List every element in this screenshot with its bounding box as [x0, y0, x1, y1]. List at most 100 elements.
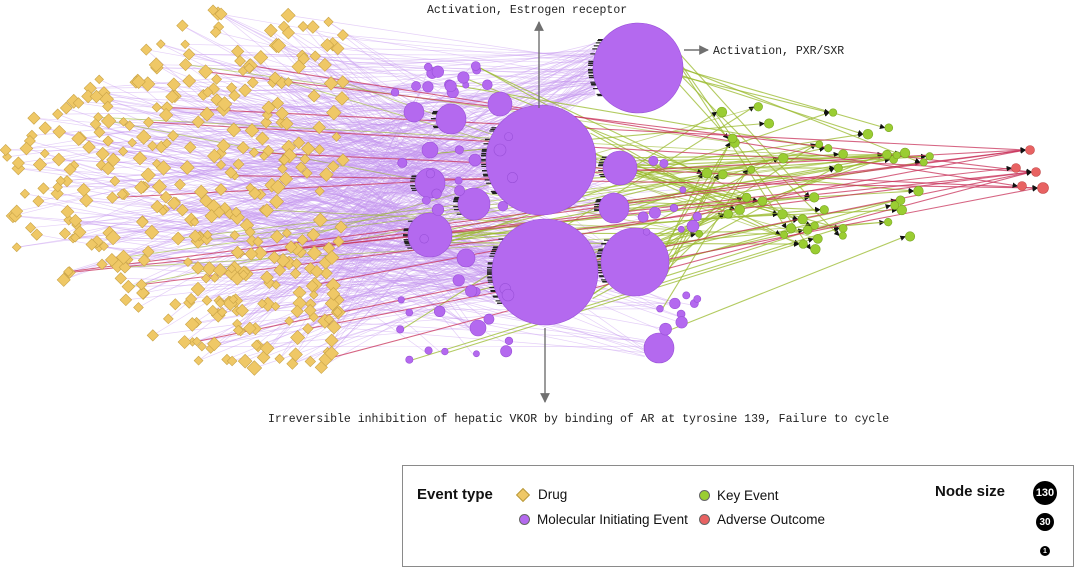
- drug-node: [32, 195, 45, 208]
- drug-mie-edge: [283, 258, 458, 261]
- legend-item-mie: Molecular Initiating Event: [519, 512, 688, 527]
- drug-mie-edge: [143, 67, 596, 294]
- key-event-node: [896, 204, 907, 216]
- legend-box: Event type Drug Molecular Initiating Eve…: [402, 465, 1074, 567]
- drug-node: [303, 304, 317, 317]
- drug-mie-edge: [333, 273, 495, 295]
- drug-node: [99, 241, 109, 252]
- mie-ke-edge: [667, 132, 864, 165]
- drug-node: [292, 136, 306, 150]
- drug-node: [284, 316, 294, 326]
- drug-node: [55, 175, 66, 187]
- drug-mie-edge: [117, 264, 495, 303]
- drug-node: [226, 355, 238, 367]
- drug-node: [176, 203, 189, 217]
- ao-edge: [250, 65, 1019, 188]
- key-event-node: [819, 205, 829, 215]
- drug-mie-edge: [237, 186, 489, 253]
- adverse-outcome-node: [1031, 167, 1041, 177]
- drug-mie-edge: [211, 215, 495, 259]
- drug-node: [216, 307, 228, 318]
- drug-node: [63, 162, 77, 176]
- drug-node: [99, 91, 115, 107]
- drug-mie-edge: [332, 43, 405, 108]
- drug-mie-edge: [156, 64, 596, 71]
- mie-node: [483, 313, 495, 325]
- drug-node: [209, 26, 222, 38]
- mie-ke-edge: [627, 157, 891, 202]
- drug-node: [336, 75, 350, 89]
- mie-node: [507, 172, 518, 184]
- key-event-node: [913, 185, 924, 197]
- key-event-node: [812, 233, 823, 244]
- drug-node: [246, 76, 259, 89]
- ao-edge: [314, 148, 1027, 286]
- drug-node: [109, 175, 121, 187]
- drug-node: [136, 215, 149, 229]
- drug-node: [275, 106, 290, 121]
- mie-node: [482, 79, 493, 90]
- drug-node: [232, 324, 244, 336]
- drug-node: [68, 213, 83, 228]
- drug-mie-edge: [283, 116, 405, 161]
- drug-mie-edge: [299, 238, 410, 304]
- drug-node: [259, 340, 275, 356]
- drug-node: [115, 249, 132, 265]
- mie-ke-edge: [678, 67, 886, 130]
- drug-node: [190, 281, 206, 297]
- drug-node: [70, 232, 81, 243]
- drug-node: [60, 204, 75, 219]
- drug-mie-edge: [238, 89, 424, 331]
- drug-node: [211, 73, 223, 85]
- key-event-node: [695, 230, 703, 238]
- key-event-node: [727, 133, 738, 144]
- drug-node: [51, 152, 66, 167]
- drug-mie-edge: [141, 63, 596, 188]
- drug-node: [179, 58, 193, 72]
- mie-node: [441, 347, 449, 356]
- drug-node: [118, 116, 129, 127]
- key-event-node: [890, 200, 900, 210]
- drug-node: [214, 7, 228, 21]
- drug-node: [185, 292, 198, 305]
- drug-node: [50, 187, 64, 201]
- key-event-node: [798, 239, 808, 249]
- drug-node: [171, 231, 185, 246]
- mie-node: [424, 62, 433, 72]
- mie-ke-edge: [635, 164, 779, 216]
- drug-mie-edge: [216, 58, 596, 101]
- drug-mie-edge: [220, 193, 455, 304]
- mie-node: [425, 169, 436, 179]
- drug-node: [155, 39, 166, 49]
- drug-mie-edge: [198, 50, 596, 361]
- key-event-node: [778, 153, 789, 164]
- drug-mie-edge: [292, 260, 458, 365]
- ao-edge: [325, 170, 1033, 360]
- drug-node: [134, 180, 149, 195]
- drug-mie-edge: [237, 41, 596, 253]
- drug-mie-edge: [141, 105, 489, 188]
- drug-mie-edge: [151, 188, 680, 233]
- drug-node: [305, 279, 319, 293]
- mie-node: [642, 228, 651, 236]
- drug-node: [324, 333, 339, 348]
- drug-node: [284, 240, 298, 254]
- mie-node: [669, 297, 681, 310]
- drug-node: [234, 55, 246, 67]
- drug-node: [299, 153, 311, 165]
- drug-node: [148, 57, 164, 73]
- mie-node: [405, 308, 414, 317]
- drug-node: [176, 19, 189, 32]
- drug-node: [216, 96, 233, 112]
- key-event-node: [757, 196, 768, 207]
- drug-node: [184, 317, 200, 332]
- drug-mie-edge: [342, 34, 596, 59]
- key-event-node: [810, 221, 819, 230]
- drug-node: [326, 104, 342, 121]
- drug-node: [140, 167, 156, 183]
- drug-node: [324, 346, 339, 361]
- adverse-outcome-node: [1011, 163, 1021, 173]
- mie-node: [456, 248, 476, 268]
- drug-nodes: [0, 4, 350, 376]
- drug-mie-edge: [240, 155, 489, 332]
